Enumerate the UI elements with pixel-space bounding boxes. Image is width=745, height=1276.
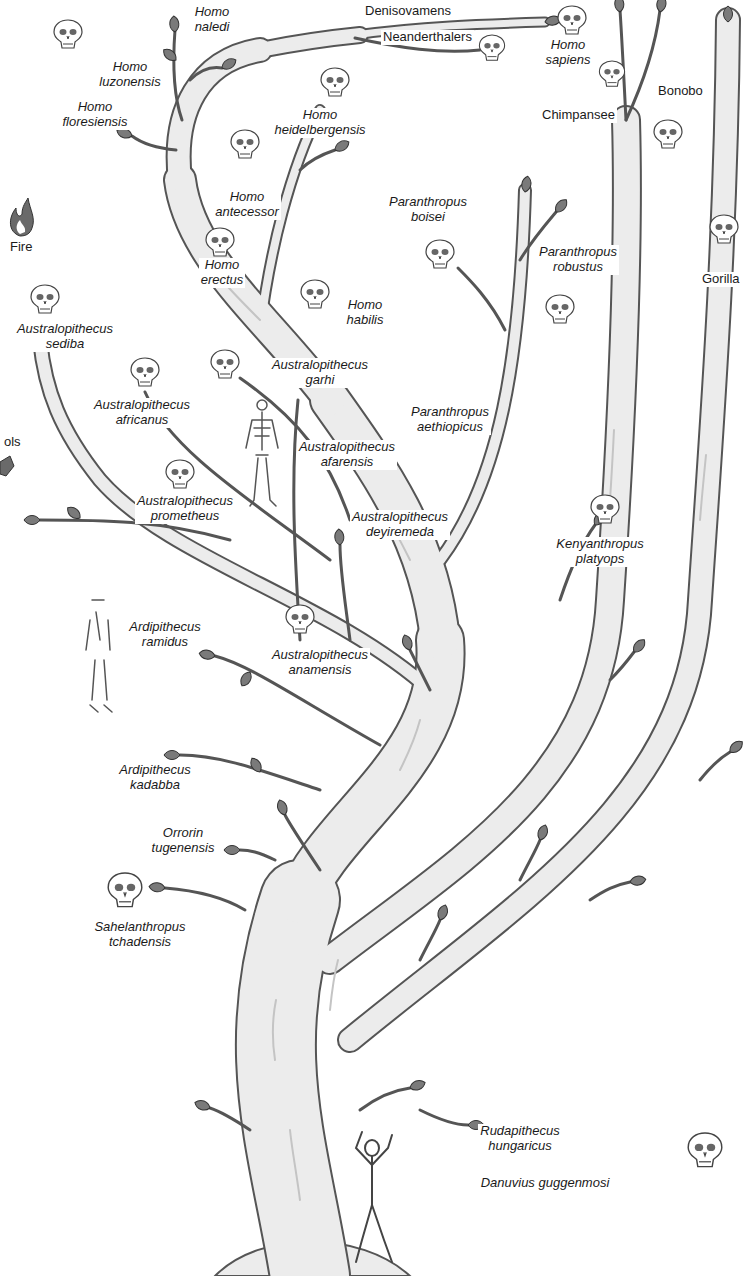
species-label: Australopithecus sediba xyxy=(15,322,115,352)
species-label: Homo habilis xyxy=(345,298,386,328)
species-label: Australopithecus anamensis xyxy=(270,648,370,678)
species-label: Ardipithecus ramidus xyxy=(127,620,203,650)
species-label: Homo floresiensis xyxy=(60,100,129,130)
species-label: Australopithecus afarensis xyxy=(297,440,397,470)
species-label: Neanderthalers xyxy=(381,30,474,45)
species-label: Kenyanthropus platyops xyxy=(554,537,645,567)
species-label: Homo erectus xyxy=(199,258,246,288)
species-label: Homo antecessor xyxy=(213,190,281,220)
species-label: Australopithecus deyiremeda xyxy=(350,510,450,540)
branch-fills xyxy=(40,20,728,1276)
species-label: Homo heidelbergensis xyxy=(272,108,367,138)
species-label: Fire xyxy=(8,240,34,255)
fire-icon xyxy=(10,198,33,236)
species-label: Homo sapiens xyxy=(544,38,593,68)
species-label: Danuvius guggenmosi xyxy=(479,1176,612,1191)
species-label: Paranthropus robustus xyxy=(537,245,619,275)
species-label: Homo luzonensis xyxy=(97,60,162,90)
ape-figure xyxy=(356,1132,392,1262)
branch-outlines xyxy=(40,20,728,1276)
species-label: Paranthropus aethiopicus xyxy=(409,405,491,435)
species-label: Australopithecus prometheus xyxy=(135,494,235,524)
species-label: Gorilla xyxy=(700,272,742,287)
species-label: Ardipithecus kadabba xyxy=(117,763,193,793)
species-label: Chimpansee xyxy=(540,108,617,123)
species-label: Orrorin tugenensis xyxy=(150,826,217,856)
twigs xyxy=(40,10,730,1130)
species-label: Australopithecus africanus xyxy=(92,398,192,428)
species-label: Bonobo xyxy=(656,84,705,99)
species-label: Australopithecus garhi xyxy=(270,358,370,388)
bark-texture xyxy=(222,280,706,1200)
skull-icons xyxy=(31,6,738,1167)
leaves xyxy=(24,0,745,1129)
tools-icon xyxy=(0,456,14,476)
species-label: Denisovamens xyxy=(363,4,453,19)
skeleton-figures xyxy=(86,400,278,712)
species-label: Paranthropus boisei xyxy=(387,195,469,225)
species-label: ols xyxy=(2,435,23,450)
species-label: Homo naledi xyxy=(193,5,232,35)
species-label: Sahelanthropus tchadensis xyxy=(92,920,187,950)
species-label: Rudapithecus hungaricus xyxy=(478,1124,562,1154)
